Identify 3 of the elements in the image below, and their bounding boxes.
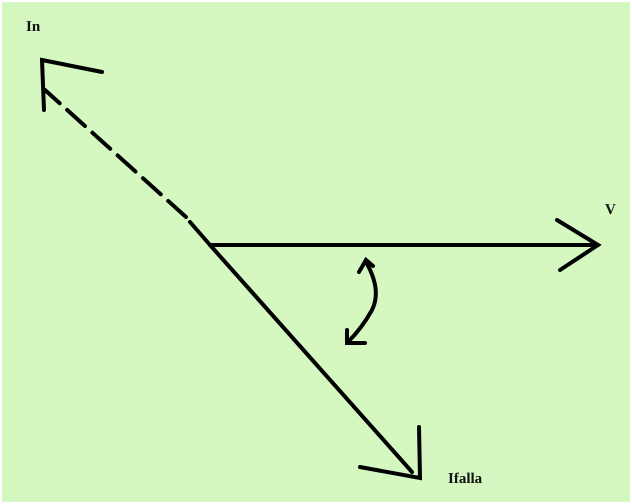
- phasor-label: In: [26, 20, 40, 35]
- phasor-label: V: [605, 203, 616, 218]
- phasor-label: Ifalla: [448, 472, 482, 487]
